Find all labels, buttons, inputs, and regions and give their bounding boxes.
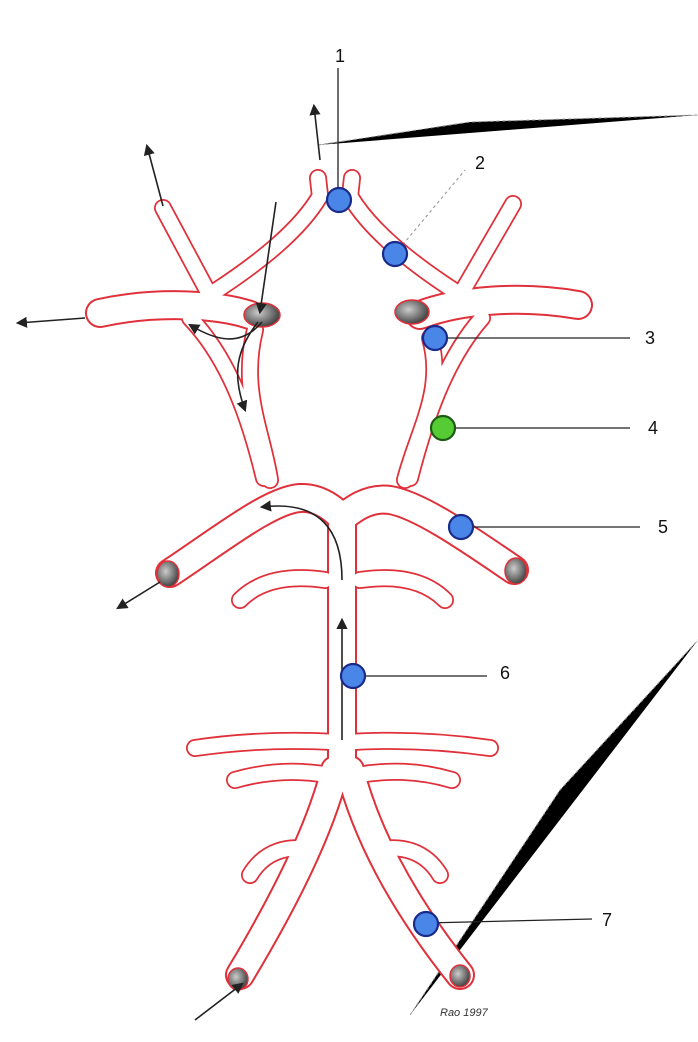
- label-4: 4: [648, 418, 658, 438]
- marker-2: [381, 240, 409, 268]
- location-markers: [325, 186, 475, 938]
- leader-lines: [337, 68, 640, 924]
- artist-signature: Rao 1997: [440, 1007, 489, 1019]
- label-1: 1: [335, 46, 345, 66]
- marker-5: [447, 513, 475, 541]
- marker-7: [412, 910, 440, 938]
- marker-3: [421, 324, 449, 352]
- number-labels: 1 2 3 4 5 6 7: [335, 46, 668, 930]
- marker-6: [339, 662, 367, 690]
- label-2: 2: [475, 153, 485, 173]
- marker-4: [429, 414, 457, 442]
- marker-1: [325, 186, 353, 214]
- flow-arrows: [15, 103, 348, 1021]
- label-7: 7: [602, 910, 612, 930]
- label-6: 6: [500, 663, 510, 683]
- label-5: 5: [658, 517, 668, 537]
- label-3: 3: [645, 328, 655, 348]
